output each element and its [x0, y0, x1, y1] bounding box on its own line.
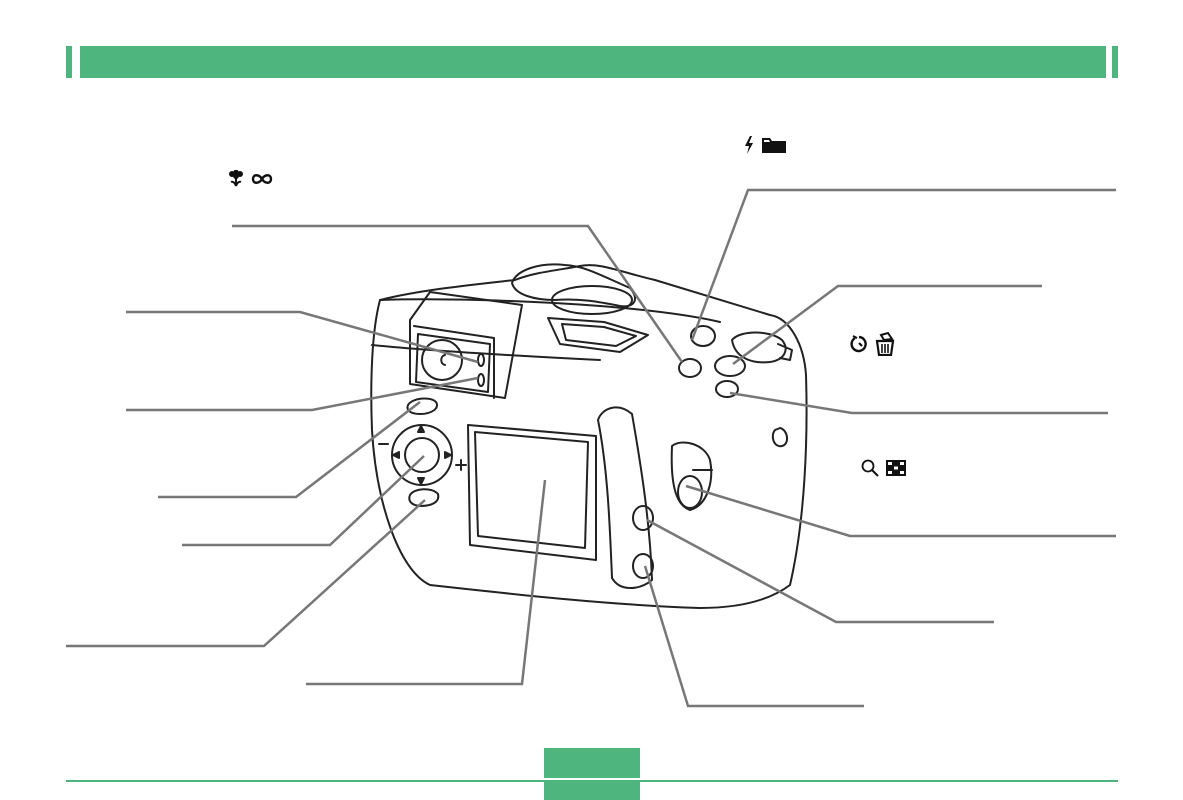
header-banner-cap-right: [1112, 46, 1118, 78]
viewfinder-housing: [409, 291, 523, 399]
control-pad-center: [404, 437, 440, 473]
leader-grip-lower: [643, 565, 864, 708]
delete-trash-icon: [875, 332, 895, 356]
folder-icon: [762, 138, 786, 153]
header-banner-cap-left: [66, 46, 72, 78]
macro-infinity-icons: [228, 170, 274, 188]
top-button-right: [714, 355, 746, 377]
leader-display-button: [66, 499, 426, 648]
lcd-monitor: [474, 431, 589, 549]
grip-button-upper: [632, 505, 654, 531]
selftimer-delete-icons: [850, 332, 896, 356]
flash-folder-icons: [744, 136, 788, 154]
mode-dial: [731, 331, 787, 364]
leader-menu-button: [158, 401, 421, 499]
hand-grip: [597, 406, 653, 589]
grip-button-lower: [632, 553, 654, 579]
page-tab-upper: [544, 748, 640, 778]
page-number-tab: [544, 748, 640, 800]
top-button-lower: [715, 380, 739, 398]
self-timer-icon: [850, 335, 867, 353]
infinity-icon: [251, 174, 273, 184]
leader-control-pad: [182, 455, 425, 547]
zoom-index-icons: [860, 458, 906, 478]
flash-icon: [745, 136, 753, 154]
top-button-left: [678, 358, 702, 378]
leader-grip-upper: [646, 518, 994, 624]
top-lcd-panel: [547, 317, 649, 353]
camera-body: [370, 264, 808, 609]
leader-zoom-lever: [685, 484, 1116, 538]
footer-rule: [66, 780, 1118, 782]
display-button: [408, 488, 440, 507]
leader-mode-dial: [732, 284, 1042, 366]
control-pad-outer: [391, 424, 453, 486]
macro-flower-icon: [229, 170, 243, 187]
page-tab-lower: [544, 782, 640, 800]
leader-lcd-monitor: [306, 479, 547, 686]
header-banner-body: [80, 46, 1106, 78]
indicator-lamp-lower: [477, 373, 485, 387]
leader-indicator-lower: [126, 376, 479, 412]
indicator-lamp-upper: [477, 353, 485, 367]
menu-button: [406, 397, 438, 415]
top-hump: [511, 263, 636, 308]
leader-viewfinder-top: [232, 224, 684, 363]
header-banner: [66, 46, 1118, 78]
leader-self-timer: [729, 391, 1108, 415]
index-grid-icon: [886, 460, 906, 476]
magnifier-icon: [861, 459, 879, 477]
leader-indicator-upper: [126, 310, 479, 364]
viewfinder-eyepiece: [415, 333, 491, 393]
top-button-mid: [690, 325, 716, 347]
leader-flash-button: [690, 188, 1116, 341]
